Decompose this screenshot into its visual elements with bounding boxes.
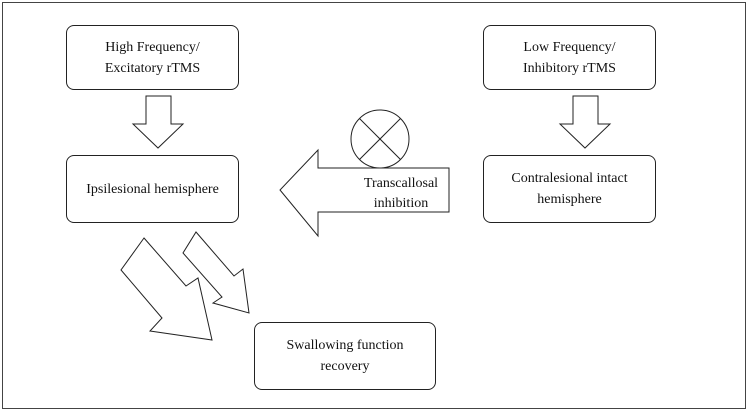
low-frequency-line-1: Low Frequency/ xyxy=(523,39,616,55)
arrow-diagonal-left xyxy=(120,237,213,341)
swallowing-box: Swallowing function recovery xyxy=(254,322,436,390)
arrow-transcallosal xyxy=(279,148,450,238)
low-frequency-box: Low Frequency/ Inhibitory rTMS xyxy=(483,25,656,90)
swallowing-line-2: recovery xyxy=(320,359,370,374)
transcallosal-line-2: inhibition xyxy=(373,195,429,211)
contralesional-box: Contralesional intact hemisphere xyxy=(483,155,656,223)
inhibition-x-icon xyxy=(350,109,410,169)
transcallosal-label: Transcallosal inhibition xyxy=(346,174,456,213)
low-frequency-line-2: Inhibitory rTMS xyxy=(523,60,616,76)
swallowing-line-1: Swallowing function xyxy=(286,338,404,353)
arrow-down-low-freq xyxy=(558,95,612,149)
contralesional-line-1: Contralesional intact xyxy=(511,171,628,186)
high-frequency-line-1: High Frequency/ xyxy=(105,39,200,55)
arrow-down-high-freq xyxy=(131,95,185,149)
high-frequency-line-2: Excitatory rTMS xyxy=(104,60,201,76)
transcallosal-line-1: Transcallosal xyxy=(363,176,439,191)
ipsilesional-label: Ipsilesional hemisphere xyxy=(86,181,219,197)
arrow-diagonal-right xyxy=(182,231,250,314)
contralesional-line-2: hemisphere xyxy=(537,192,602,207)
high-frequency-box: High Frequency/ Excitatory rTMS xyxy=(66,25,239,90)
ipsilesional-box: Ipsilesional hemisphere xyxy=(66,155,239,223)
